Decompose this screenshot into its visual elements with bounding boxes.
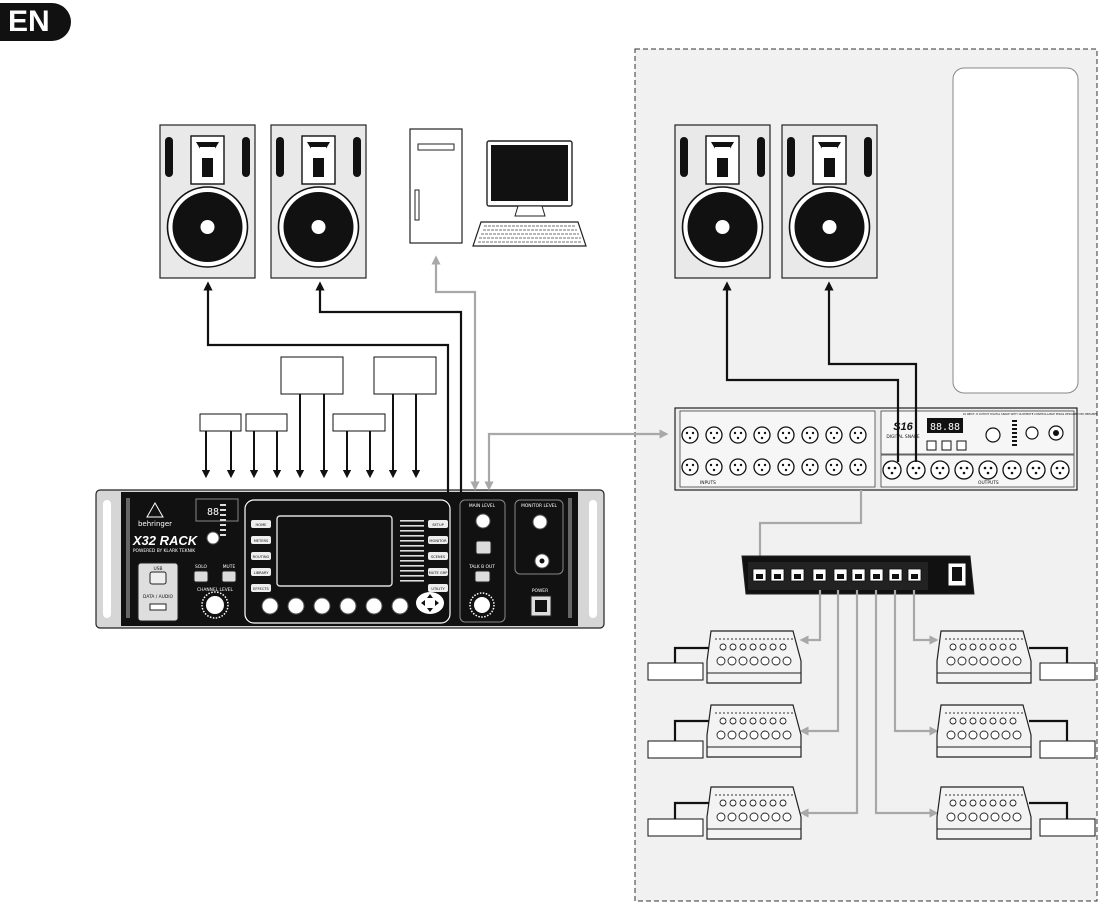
svg-text:88: 88	[207, 507, 219, 518]
mixer-brand: behringer	[138, 520, 172, 528]
output-box-right-1	[1039, 662, 1096, 681]
input-sources	[199, 356, 437, 432]
left-button-routing: ROUTING	[253, 555, 270, 559]
main-meters	[400, 520, 424, 582]
mixer-channel-level: CHANNEL LEVEL	[197, 587, 234, 593]
right-button-mute-grp: MUTE GRP	[429, 571, 449, 575]
stagebox-output-cables	[722, 281, 918, 462]
studio-monitor-left-2	[270, 124, 367, 279]
right-buttons: SETUP MONITOR SCENES MUTE GRP UTILITY	[428, 520, 448, 592]
mixer-talk-label: TALK B OUT	[468, 564, 495, 570]
stagebox-knob	[985, 427, 1001, 443]
main-level-button	[475, 540, 492, 555]
mixer-screen	[276, 515, 393, 587]
monitor-level-knob	[532, 514, 548, 530]
left-buttons: HOME METERS ROUTING LIBRARY EFFECTS	[251, 520, 271, 592]
stagebox-button-1	[926, 440, 937, 451]
stagebox-meter	[1012, 420, 1017, 446]
personal-mixer-output-cables	[673, 646, 1069, 819]
channel-level-knob	[201, 591, 229, 619]
main-level-knob	[475, 513, 491, 529]
studio-monitor-stage-1	[674, 124, 771, 279]
talk-level-knob	[469, 592, 495, 618]
channel-select-knob	[206, 531, 220, 545]
stagebox-button-2	[941, 440, 952, 451]
language-badge-text: EN	[8, 5, 50, 38]
stagebox-hub-cable	[758, 490, 863, 561]
mixer-monitor-level: MONITOR LEVEL	[521, 503, 557, 509]
usb-port	[149, 603, 167, 611]
right-button-utility: UTILITY	[431, 587, 445, 591]
left-button-effects: EFFECTS	[253, 587, 269, 591]
stagebox-sub: DIGITAL SNAKE	[886, 434, 920, 440]
output-box-right-3	[1039, 818, 1096, 837]
usb-button	[149, 571, 167, 585]
personal-mixer-right-2	[936, 704, 1032, 758]
mute-button	[221, 570, 237, 583]
studio-monitor-left-1	[159, 124, 256, 279]
personal-mixer-right-3	[936, 786, 1032, 840]
left-button-library: LIBRARY	[254, 571, 270, 575]
stagebox-xlr-inputs	[681, 426, 867, 476]
stagebox-output-pins	[887, 466, 1065, 475]
digital-mixer-rack-icon: behringer X32 RACK POWERED BY KLARK TEKN…	[95, 489, 605, 629]
right-button-setup: SETUP	[432, 523, 444, 527]
mixer-sub: POWERED BY KLARK TEKNIK	[133, 548, 195, 554]
stagebox-input-label: INPUTS	[700, 480, 716, 486]
output-box-right-2	[1039, 740, 1096, 759]
output-box-left-3	[647, 818, 704, 837]
mixer-power-label: POWER	[532, 588, 548, 594]
personal-mixer-left-3	[706, 786, 802, 840]
language-badge-shape	[0, 3, 71, 41]
channel-meter	[220, 504, 226, 536]
source-box-small-2	[245, 413, 288, 432]
input-cables	[201, 394, 421, 479]
output-box-left-1	[647, 662, 704, 681]
source-box-small-1	[199, 413, 242, 432]
mixer-usb-label: USB	[153, 566, 162, 572]
personal-mixer-left-1	[706, 630, 802, 684]
digital-snake-stagebox-icon: INPUTS S16 DIGITAL SNAKE 16 INPUT, 8 OUT…	[674, 407, 1098, 491]
mixer-data-label: DATA / AUDIO	[143, 594, 173, 600]
personal-mixer-left-2	[706, 704, 802, 758]
stagebox-output-label: OUTPUTS	[978, 480, 999, 486]
mixer-model: X32 RACK	[132, 533, 199, 548]
rotary-encoders	[261, 597, 409, 615]
source-box-large-1	[280, 356, 344, 395]
hub-personal-mixer-cables	[799, 590, 939, 818]
stagebox-button-3	[956, 440, 967, 451]
desktop-computer-icon	[409, 128, 587, 247]
talk-button	[474, 570, 491, 583]
stagebox-headphone-knob	[1025, 426, 1039, 440]
personal-mixer-output-boxes	[647, 662, 1096, 837]
left-button-home: HOME	[256, 523, 268, 527]
source-box-small-3	[332, 413, 386, 432]
navigation-pad	[416, 592, 444, 614]
output-box-left-2	[647, 740, 704, 759]
studio-monitor-stage-2	[781, 124, 878, 279]
language-badge: EN	[0, 0, 72, 44]
personal-mixer-right-1	[936, 630, 1032, 684]
stagebox-model: S16	[893, 421, 913, 433]
stagebox-title: 16 INPUT, 8 OUTPUT DIGITAL SNAKE WITH 16…	[963, 412, 1098, 416]
mixer-main-level: MAIN LEVEL	[469, 503, 496, 509]
stagebox-xlr-pins	[685, 431, 863, 472]
source-box-large-2	[373, 356, 437, 395]
ethernet-hub-icon	[741, 555, 975, 595]
right-button-scenes: SCENES	[431, 555, 446, 559]
stagebox-display: 88.88	[930, 422, 960, 433]
stagebox-xlr-outputs	[882, 460, 1070, 480]
usb-cable	[431, 255, 480, 491]
stage-placeholder-panel	[952, 67, 1079, 394]
solo-button	[193, 570, 209, 583]
aes50-cable	[484, 429, 669, 491]
right-button-monitor: MONITOR	[429, 539, 447, 543]
mixer-mute-label: MUTE	[223, 564, 236, 570]
mixer-solo-label: SOLO	[195, 564, 208, 570]
left-button-meters: METERS	[254, 539, 269, 543]
